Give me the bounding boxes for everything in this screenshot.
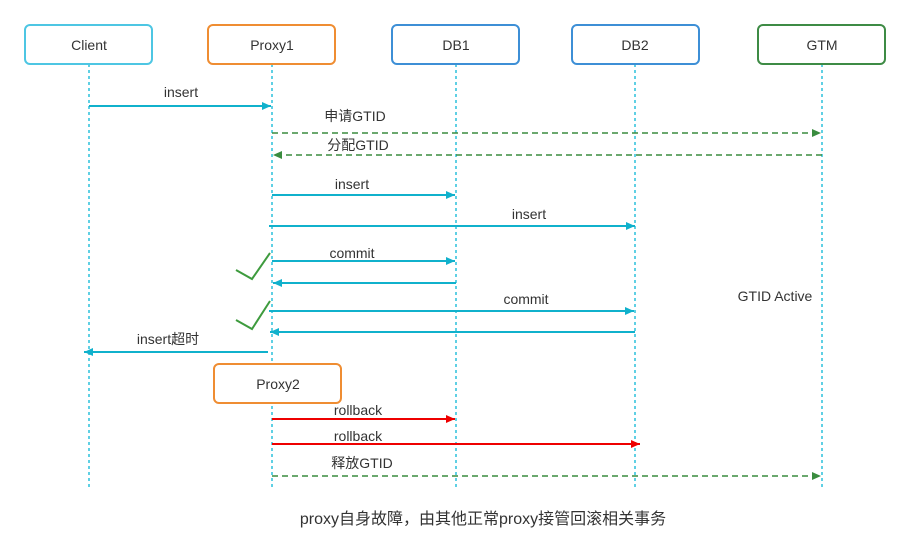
message-10: insert超时 [84, 331, 268, 356]
message-13: 释放GTID [272, 455, 821, 480]
checkmark-icon [235, 252, 271, 281]
participant-client: Client [24, 24, 153, 65]
checkmark-icon [235, 300, 271, 331]
participant-proxy2: Proxy2 [213, 363, 342, 404]
participant-gtm-label: GTM [806, 37, 837, 53]
message-10-label: insert超时 [137, 331, 199, 347]
participant-proxy1-label: Proxy1 [250, 37, 294, 53]
gtm-note: GTID Active [738, 288, 813, 304]
message-6-label: commit [329, 245, 374, 261]
message-11-label: rollback [334, 402, 383, 418]
message-13-label: 释放GTID [331, 455, 392, 471]
message-3: 分配GTID [273, 137, 822, 159]
message-5: insert [269, 206, 635, 230]
participant-db2-label: DB2 [621, 37, 648, 53]
message-4: insert [272, 176, 455, 199]
message-8-label: commit [503, 291, 548, 307]
message-1: insert [89, 84, 271, 110]
participant-client-label: Client [71, 37, 107, 53]
diagram-caption: proxy自身故障，由其他正常proxy接管回滚相关事务 [300, 510, 666, 528]
message-4-label: insert [335, 176, 369, 192]
participant-proxy2-label: Proxy2 [256, 376, 300, 392]
message-11: rollback [272, 402, 455, 423]
message-12: rollback [272, 428, 640, 448]
message-1-label: insert [164, 84, 198, 100]
message-2: 申请GTID [272, 108, 821, 137]
message-8: commit [269, 291, 634, 315]
message-5-label: insert [512, 206, 546, 222]
participant-db1-label: DB1 [442, 37, 469, 53]
participant-db1: DB1 [391, 24, 520, 65]
lifelines [88, 64, 823, 487]
message-6: commit [272, 245, 455, 265]
message-3-label: 分配GTID [327, 137, 388, 153]
participant-gtm: GTM [757, 24, 886, 65]
participant-proxy1: Proxy1 [207, 24, 336, 65]
participant-db2: DB2 [571, 24, 700, 65]
message-12-label: rollback [334, 428, 383, 444]
message-2-label: 申请GTID [324, 108, 385, 124]
